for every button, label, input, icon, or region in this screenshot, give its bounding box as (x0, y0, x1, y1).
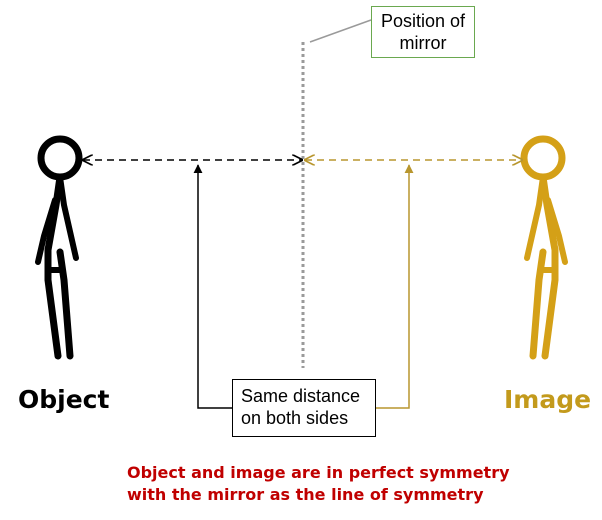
image-label: Image (504, 385, 592, 414)
caption-line-2: with the mirror as the line of symmetry (127, 485, 484, 504)
left-distance-connector (193, 164, 232, 409)
caption-line-1: Object and image are in perfect symmetry (127, 463, 510, 482)
right-distance-connector (376, 164, 414, 409)
object-label: Object (18, 385, 110, 414)
distance-callout-line-2: on both sides (241, 408, 349, 428)
object-stick-figure-icon (35, 135, 83, 360)
image-stick-figure-icon (520, 135, 568, 360)
mirror-position-callout: Position of mirror (371, 6, 475, 58)
mirror-callout-line-1: Position of (380, 11, 466, 31)
mirror-callout-leader (309, 19, 372, 43)
distance-callout-line-1: Same distance (241, 386, 361, 406)
mirror-callout-line-2: mirror (399, 33, 447, 53)
same-distance-callout: Same distance on both sides (232, 379, 376, 437)
symmetry-caption: Object and image are in perfect symmetry… (0, 462, 602, 506)
